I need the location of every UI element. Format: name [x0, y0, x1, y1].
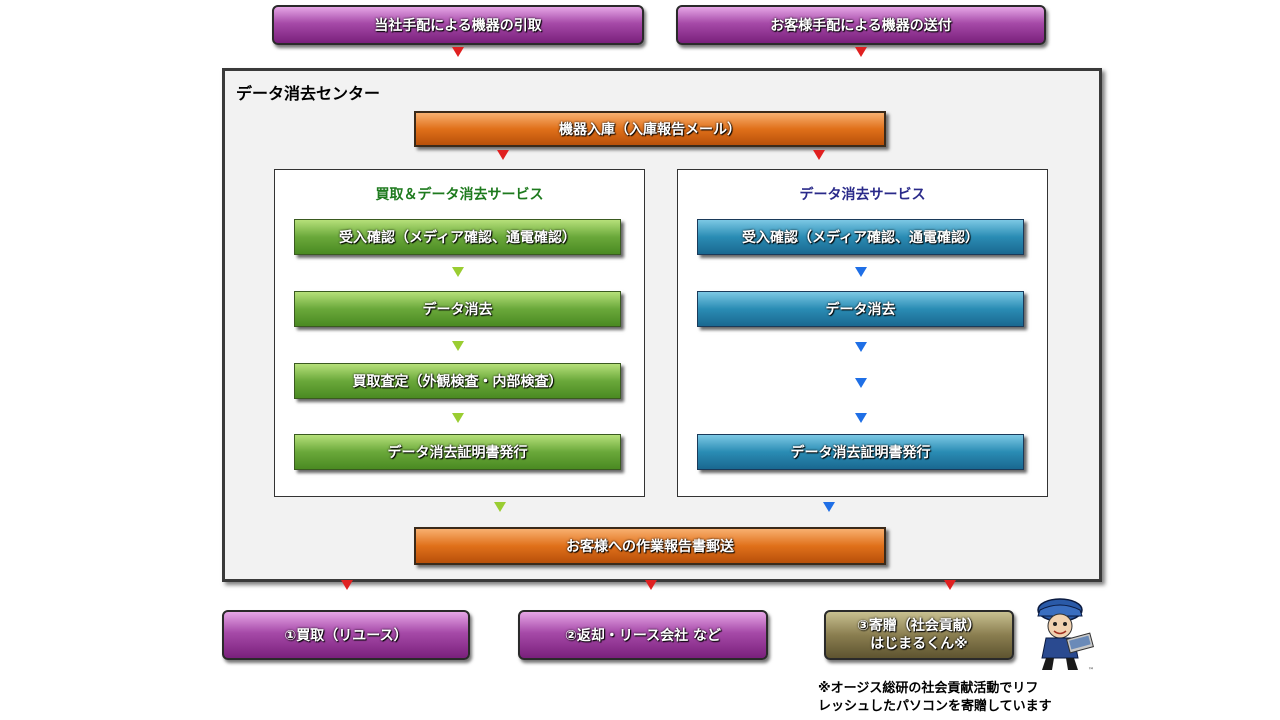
arrow-down-icon	[944, 580, 956, 590]
arrow-down-icon	[645, 580, 657, 590]
outcome-donation-box: ③寄贈（社会貢献） はじまるくん※	[824, 610, 1014, 660]
arrow-down-icon	[452, 267, 464, 277]
buyback-step-intake: 受入確認（メディア確認、通電確認）	[294, 219, 621, 255]
erase-service-title: データ消去サービス	[799, 187, 926, 203]
erase-step-certificate: データ消去証明書発行	[697, 434, 1024, 470]
mascot-character-with-laptop-icon: ™	[1037, 598, 1095, 674]
arrow-down-icon	[452, 47, 464, 57]
report-mailing-box: お客様への作業報告書郵送	[414, 527, 886, 565]
outcome-return-box: ②返却・リース会社 など	[518, 610, 768, 660]
arrow-down-icon	[855, 47, 867, 57]
pickup-source-box: 当社手配による機器の引取	[272, 5, 644, 45]
arrow-down-icon	[855, 413, 867, 423]
customer-send-source-box: お客様手配による機器の送付	[676, 5, 1046, 45]
arrow-down-icon	[813, 150, 825, 160]
buyback-step-appraisal: 買取査定（外観検査・内部検査）	[294, 363, 621, 399]
arrow-down-icon	[452, 341, 464, 351]
donation-line-1: ③寄贈（社会貢献）	[857, 618, 981, 634]
arrow-down-icon	[823, 502, 835, 512]
arrow-down-icon	[341, 580, 353, 590]
donation-footnote: ※オージス総研の社会貢献活動でリフ レッシュしたパソコンを寄贈しています	[818, 681, 1052, 714]
donation-line-2: はじまるくん※	[870, 636, 968, 652]
arrow-down-icon	[452, 413, 464, 423]
center-title: データ消去センター	[236, 84, 381, 103]
svg-text:™: ™	[1088, 667, 1094, 674]
buyback-step-certificate: データ消去証明書発行	[294, 434, 621, 470]
erase-step-erase: データ消去	[697, 291, 1024, 327]
outcome-buyback-box: ①買取（リユース）	[222, 610, 470, 660]
equipment-receipt-box: 機器入庫（入庫報告メール）	[414, 111, 886, 147]
arrow-down-icon	[855, 378, 867, 388]
erase-step-intake: 受入確認（メディア確認、通電確認）	[697, 219, 1024, 255]
arrow-down-icon	[855, 342, 867, 352]
buyback-service-title: 買取＆データ消去サービス	[375, 187, 544, 203]
arrow-down-icon	[855, 267, 867, 277]
buyback-step-erase: データ消去	[294, 291, 621, 327]
arrow-down-icon	[494, 502, 506, 512]
arrow-down-icon	[497, 150, 509, 160]
